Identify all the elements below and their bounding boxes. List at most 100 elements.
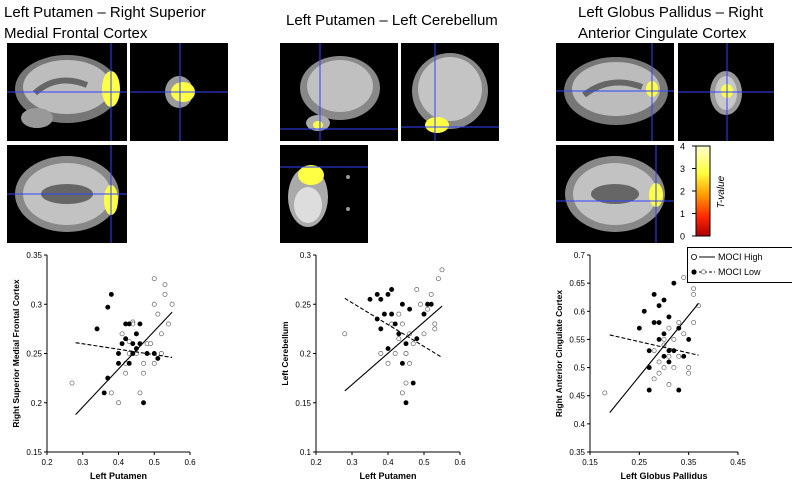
point-high [403,380,409,386]
point-low [389,311,395,317]
panel-title-3-line2: Anterior Cingulate Cortex [578,25,747,42]
point-low [155,355,161,361]
point-high [169,301,175,307]
brain-sagittal-3 [556,43,674,141]
y-tick-label: 0.1 [300,448,312,457]
point-low [399,360,405,366]
point-high [656,359,662,365]
point-low [666,359,672,365]
point-low [671,280,677,286]
brain-coronal-3 [678,43,774,141]
panel-title-1-line2: Medial Frontal Cortex [4,25,148,42]
point-low [425,301,431,307]
colorbar-tick-label: 3 [680,164,685,174]
point-high [681,275,687,280]
panel-title-2: Left Putamen – Left Cerebellum [286,10,498,31]
point-high [148,341,154,347]
point-high [425,306,431,312]
x-tick-label: 0.2 [41,458,53,467]
point-low [126,360,132,366]
series-high [602,269,706,413]
fit-line-high [75,311,173,415]
legend-marker-high [691,254,715,260]
y-tick-label: 0.4 [574,420,586,429]
point-high [151,276,157,282]
point-high [166,321,171,327]
point-low [137,341,143,347]
point-high [421,311,427,317]
fit-line-high [609,303,699,413]
point-high [392,351,398,356]
point-low [396,331,402,337]
x-tick-label: 0.4 [113,458,125,467]
y-tick-label: 0.3 [300,251,312,260]
point-low [646,365,652,371]
point-high [410,341,416,347]
point-low [385,291,391,297]
y-tick-label: 0.3 [31,300,43,309]
point-low [389,287,395,292]
series-low [75,291,173,406]
point-high [646,365,652,371]
point-low [374,291,380,297]
point-low [105,304,111,310]
point-high [686,370,692,376]
point-high [396,311,402,317]
point-high [656,370,662,376]
point-high [676,353,682,359]
y-axis-label: Right Anterior Cingulate Cortex [554,290,564,417]
colorbar-tick-label: 1 [680,209,685,219]
point-high [130,321,136,327]
point-low [133,331,139,337]
point-high [151,360,157,366]
point-high [414,287,420,292]
point-low [410,380,416,386]
brain-coronal-1 [130,43,228,141]
point-low [671,348,677,354]
point-high [69,380,75,386]
point-high [378,351,384,356]
point-low [101,390,107,396]
point-high [123,360,129,366]
colorbar-label: T-value [716,175,727,208]
point-high [691,291,697,297]
point-low [661,331,667,337]
point-high [399,321,405,327]
point-high [385,360,391,366]
point-high [428,291,434,297]
point-high [651,376,657,382]
fit-line-low [75,342,173,358]
point-high [691,286,697,292]
x-tick-label: 0.3 [77,458,89,467]
series-high [342,267,445,396]
point-low [105,375,111,381]
point-high [435,276,441,282]
y-tick-label: 0.7 [574,251,586,260]
point-low [403,400,409,406]
point-low [407,306,413,312]
colorbar-tick-label: 2 [680,187,685,197]
x-tick-label: 0.4 [382,458,394,467]
x-tick-label: 0.2 [310,458,322,467]
point-high [661,365,667,371]
point-low [636,325,642,331]
point-low [130,341,136,347]
colorbar-tick-label: 4 [680,142,685,152]
brain-sagittal-2 [280,43,398,141]
panel-title-3-line1: Left Globus Pallidus – Right [578,4,764,21]
point-low [646,348,652,354]
y-tick-label: 0.25 [26,350,42,359]
point-low [676,325,682,331]
point-high [432,326,438,332]
panel-title-2-line1: Left Putamen – Left Cerebellum [286,12,498,29]
y-tick-label: 0.15 [295,399,311,408]
point-low [133,346,139,352]
point-high [162,282,168,287]
y-tick-label: 0.2 [300,350,312,359]
series-high [69,276,175,415]
point-high [399,390,405,396]
point-high [141,370,146,376]
point-high [651,348,657,354]
point-low [399,301,405,307]
